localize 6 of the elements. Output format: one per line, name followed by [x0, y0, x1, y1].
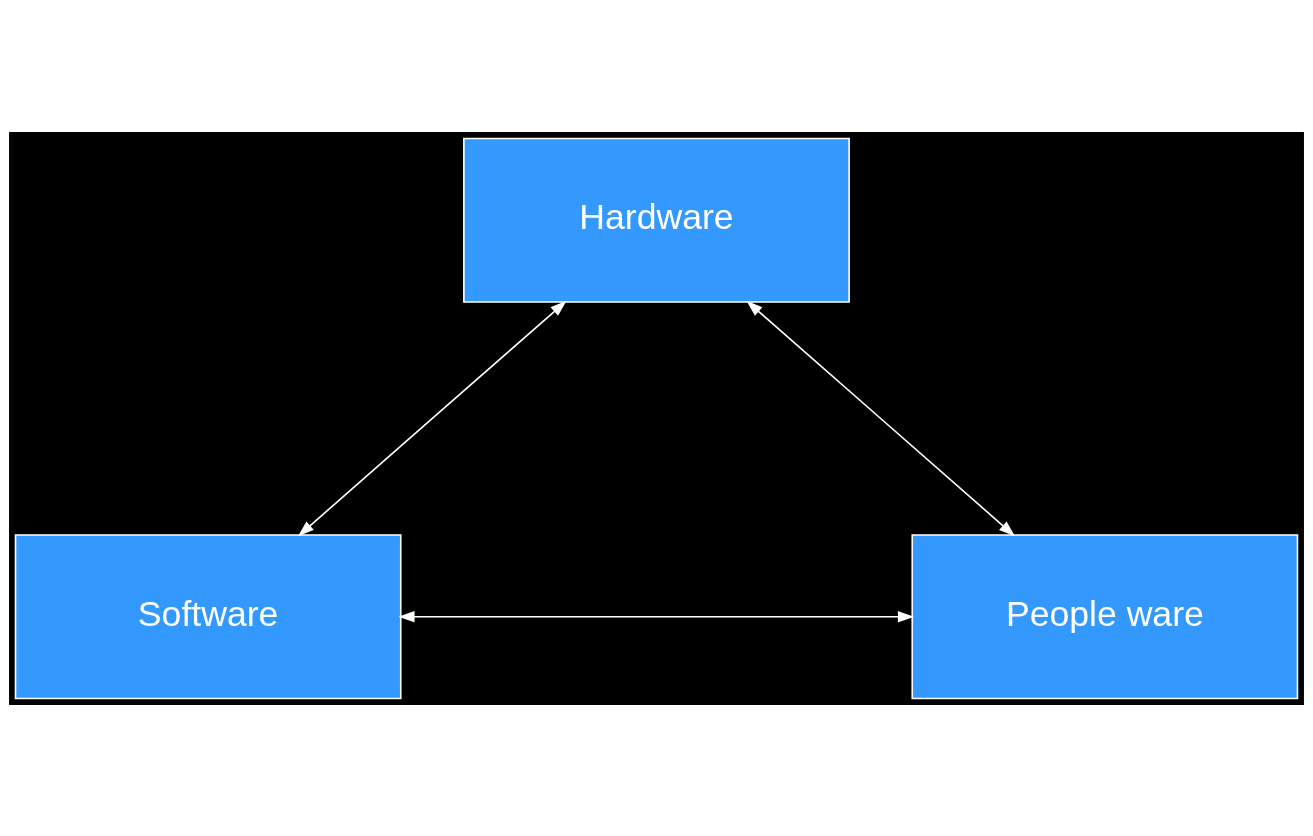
node-box: Software	[14, 533, 402, 699]
node-box: People ware	[911, 533, 1299, 699]
arrow	[298, 300, 567, 536]
arrow	[398, 610, 915, 622]
node-box: Hardware	[463, 137, 850, 303]
arrow	[746, 300, 1015, 536]
